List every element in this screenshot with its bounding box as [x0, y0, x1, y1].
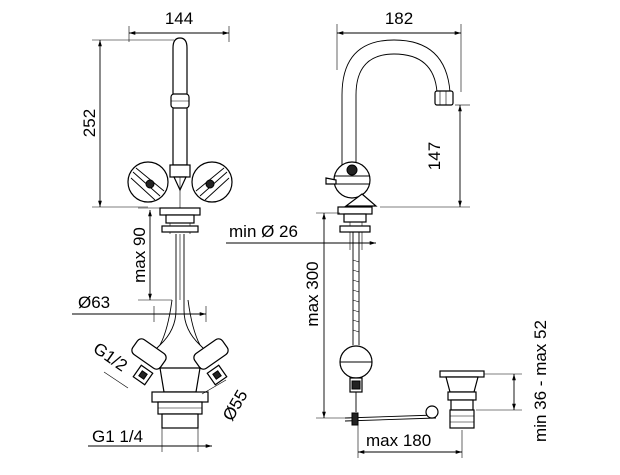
dim-label-max180: max 180 [366, 431, 431, 450]
front-view: 144 252 [72, 9, 252, 452]
dim-label-max90: max 90 [130, 227, 149, 283]
dim-label-g114: G1 1/4 [92, 427, 143, 446]
front-right-valve [193, 338, 229, 386]
popup-waste [425, 370, 485, 429]
dim-label-252: 252 [80, 109, 99, 137]
dim-label-g12: G1/2 [90, 339, 131, 376]
dim-label-min36max52: min 36 - max 52 [531, 320, 550, 442]
front-faucet-body [169, 37, 191, 210]
dim-label-dia63: Ø63 [78, 293, 110, 312]
side-handle [325, 161, 378, 207]
front-left-valve [131, 338, 167, 386]
side-lower-valve [339, 345, 373, 412]
side-gooseneck-spout [341, 39, 454, 165]
front-left-handle [127, 161, 169, 203]
front-right-handle [191, 161, 233, 203]
dim-label-max300: max 300 [303, 261, 322, 326]
side-view: 182 147 min Ø 26 [226, 9, 550, 458]
dim-label-182: 182 [385, 9, 413, 28]
dim-label-mindia26: min Ø 26 [229, 222, 298, 241]
dim-label-147: 147 [425, 142, 444, 170]
dim-label-dia55: Ø55 [219, 387, 252, 424]
dim-label-144: 144 [165, 9, 193, 28]
